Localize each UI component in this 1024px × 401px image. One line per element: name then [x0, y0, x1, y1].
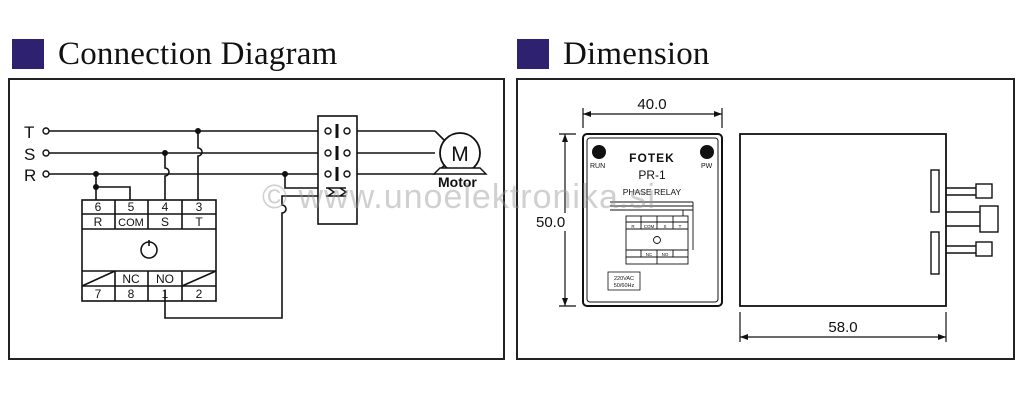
- motor-symbol: M: [432, 132, 488, 175]
- heading-square-icon: [12, 39, 44, 69]
- width-dimension: 40.0: [637, 96, 666, 113]
- motor-m-label: M: [451, 143, 469, 166]
- line-label-s: S: [24, 145, 35, 164]
- terminal-num: 6: [95, 200, 102, 214]
- mini-terminal-label: COM: [644, 224, 655, 229]
- terminal-num: 5: [128, 200, 135, 214]
- mini-terminal-label: R: [631, 224, 635, 229]
- motor-label: Motor: [438, 174, 477, 190]
- terminal-num: 4: [162, 200, 169, 214]
- terminal-label: S: [161, 215, 169, 229]
- run-led-icon: [592, 145, 606, 159]
- terminal-label: R: [94, 215, 103, 229]
- terminal-num: 2: [196, 287, 203, 301]
- relay-side-view: [739, 133, 999, 307]
- dimension-panel: 40.0 50.0 58.0 RUN PW FOTEK PR-1 PHASE R…: [516, 78, 1015, 360]
- height-dimension: 50.0: [536, 214, 565, 231]
- terminal-num: 7: [95, 287, 102, 301]
- pw-label: PW: [701, 163, 713, 170]
- model-label: PR-1: [638, 168, 666, 182]
- watermark: © www.unoelektronika.si: [262, 178, 656, 216]
- mini-contact-label: NC: [646, 252, 653, 257]
- depth-dimension: 58.0: [828, 319, 857, 336]
- connection-heading: Connection Diagram: [12, 36, 337, 72]
- terminal-num: 3: [196, 200, 203, 214]
- mini-terminal-label: T: [679, 224, 682, 229]
- run-label: RUN: [590, 163, 605, 170]
- mini-terminal-label: S: [663, 224, 666, 229]
- line-label-r: R: [24, 166, 36, 185]
- contact-nc-label: NC: [122, 272, 140, 286]
- rating-frequency: 50/60Hz: [614, 283, 635, 289]
- dimension-drawing: 40.0 50.0 58.0 RUN PW FOTEK PR-1 PHASE R…: [536, 96, 999, 342]
- mini-contact-label: NO: [662, 252, 669, 257]
- dimension-title: Dimension: [563, 35, 710, 72]
- phase-relay-caption: PHASE RELAY: [623, 187, 682, 197]
- connection-panel: T S R: [8, 78, 505, 360]
- terminal-num: 8: [128, 287, 135, 301]
- heading-square-icon: [517, 39, 549, 69]
- line-label-t: T: [24, 123, 34, 142]
- contact-no-label: NO: [156, 272, 174, 286]
- contactor-symbol: [317, 115, 358, 225]
- terminal-label: T: [195, 215, 203, 229]
- brand-logo: FOTEK: [629, 151, 675, 165]
- connection-title: Connection Diagram: [58, 35, 338, 72]
- connection-diagram: T S R: [24, 115, 488, 319]
- dimension-heading: Dimension: [517, 36, 710, 72]
- terminal-label: COM: [118, 217, 144, 229]
- terminal-num: 1: [162, 287, 169, 301]
- rating-voltage: 220VAC: [614, 276, 634, 282]
- dial-icon: [140, 240, 158, 259]
- pw-led-icon: [700, 145, 714, 159]
- relay-front-view: RUN PW FOTEK PR-1 PHASE RELAY: [582, 133, 723, 307]
